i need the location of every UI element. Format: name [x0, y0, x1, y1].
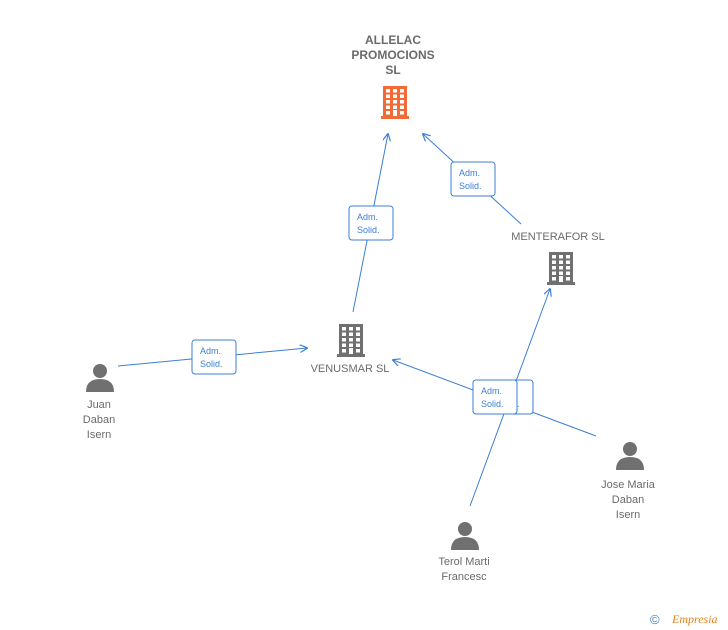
building-icon	[337, 324, 365, 357]
edge-label-line: Adm.	[200, 346, 221, 356]
node-label-allelac: ALLELAC	[365, 33, 421, 47]
brand-name: Empresia	[671, 612, 718, 626]
edge-label-line: Solid.	[357, 225, 380, 235]
node-label-venusmar: VENUSMAR SL	[311, 363, 390, 375]
person-icon	[86, 364, 114, 392]
edge-label-menterafor[interactable]: Adm. Solid.	[450, 161, 496, 197]
edge-label-line: Solid.	[459, 181, 482, 191]
node-label-juan: Juan	[87, 399, 111, 411]
node-label-jose: Jose Maria	[601, 479, 656, 491]
node-menterafor[interactable]: MENTERAFOR SL	[511, 231, 605, 285]
node-label-juan: Isern	[87, 429, 111, 441]
edge-label-line: Adm.	[357, 212, 378, 222]
node-label-jose: Isern	[616, 509, 640, 521]
node-label-allelac: SL	[385, 63, 400, 77]
edge-label-venusmar[interactable]: Adm. Solid.	[348, 205, 394, 241]
edge-label-terol[interactable]: Adm. Solid.	[472, 379, 518, 415]
edge-label-line: Adm.	[481, 386, 502, 396]
person-icon	[451, 522, 479, 550]
node-label-menterafor: MENTERAFOR SL	[511, 231, 605, 243]
node-label-terol: Terol Marti	[438, 556, 489, 568]
brand-logo: © Empresia	[650, 612, 718, 627]
node-label-juan: Daban	[83, 414, 115, 426]
node-venusmar[interactable]: VENUSMAR SL	[311, 324, 390, 375]
building-icon	[547, 252, 575, 285]
edges-layer	[117, 134, 597, 507]
node-label-allelac: PROMOCIONS	[351, 48, 434, 62]
building-icon	[381, 86, 409, 119]
edge-labels-layer: Adm. Solid. Adm. Solid. Adm. Solid. Adm. Solid.…	[191, 161, 534, 415]
edge-label-line: Solid.	[200, 359, 223, 369]
copyright-symbol: ©	[650, 612, 660, 627]
edge-label-line: Solid.	[481, 399, 504, 409]
edge-label-juan[interactable]: Adm. Solid.	[191, 339, 237, 375]
person-icon	[616, 442, 644, 470]
node-label-terol: Francesc	[441, 571, 487, 583]
edge-label-line: Adm.	[459, 168, 480, 178]
node-label-jose: Daban	[612, 494, 644, 506]
